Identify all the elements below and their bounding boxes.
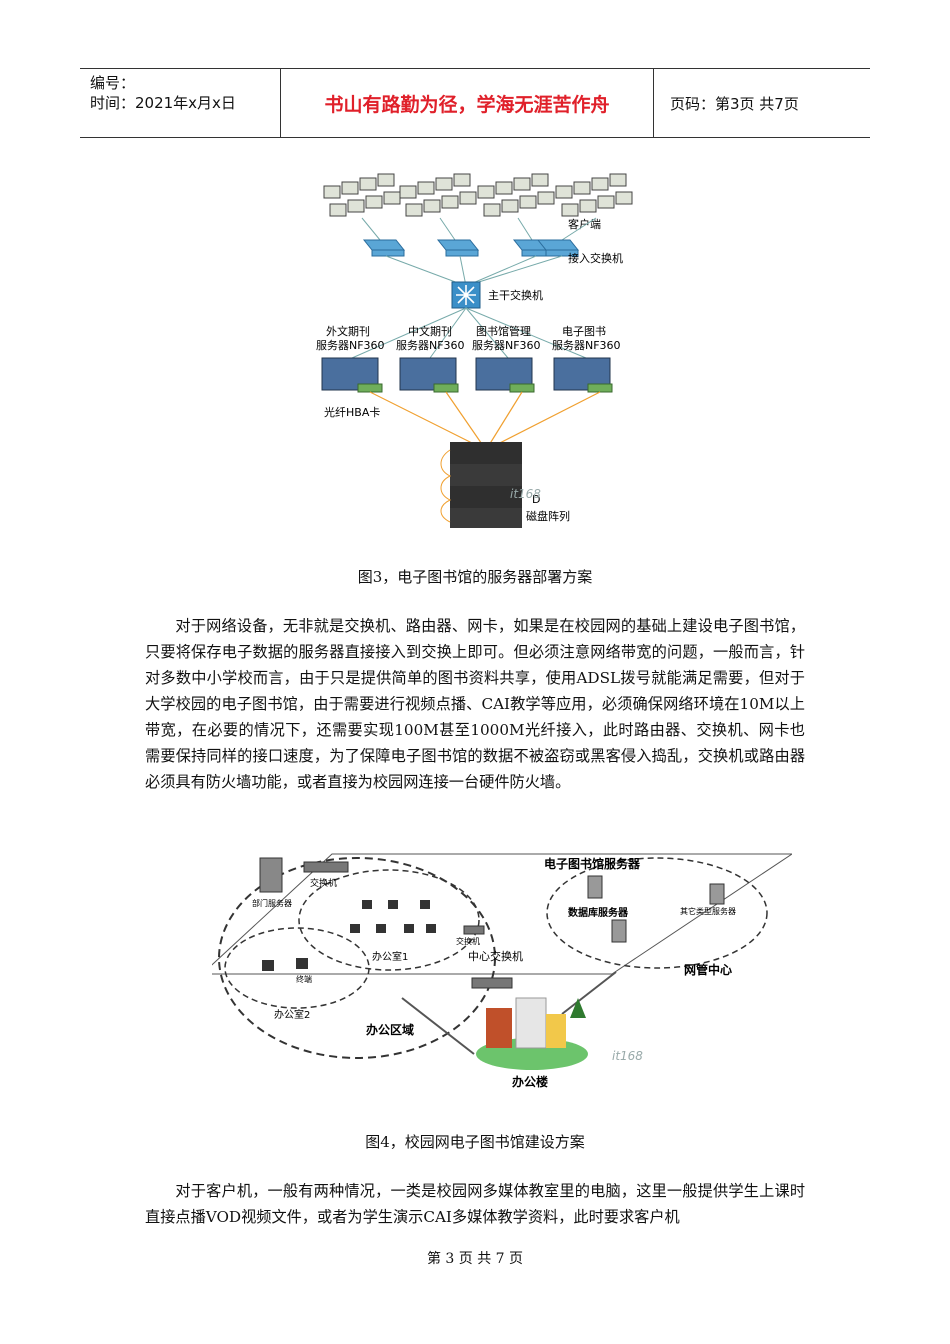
arrow-to-office-area — [401, 997, 475, 1055]
dept-server-label: 部门服务器 — [252, 898, 292, 908]
disk-array-label: 磁盘阵列 — [526, 509, 570, 523]
office2-pc-icon — [262, 960, 274, 971]
center-switch-icon — [471, 977, 513, 989]
small-switch-icon — [463, 925, 485, 935]
page-info-text: 页码：第3页 共7页 — [670, 94, 799, 113]
core-switch-icon — [451, 281, 481, 309]
header-page-info: 页码：第3页 共7页 — [664, 69, 870, 137]
server4-model-label: 服务器NF360 — [552, 339, 621, 352]
paragraph-network-devices: 对于网络设备，无非就是交换机、路由器、网卡，如果是在校园网的基础上建设电子图书馆… — [145, 617, 805, 791]
server1-label: 外文期刊 — [326, 324, 370, 338]
nms-center-label: 网管中心 — [684, 962, 732, 977]
center-switch-label: 中心交换机 — [468, 949, 523, 963]
other-server-label: 其它类型服务器 — [680, 906, 736, 916]
access-switch-label: 接入交换机 — [568, 251, 623, 265]
header-meta-cell: 编号： 时间：2021年x月x日 — [80, 69, 281, 137]
server2-model-label: 服务器NF360 — [396, 339, 465, 352]
office-building-label: 办公楼 — [512, 1074, 548, 1089]
pc-group-2 — [399, 173, 477, 217]
library-server-label: 电子图书馆服务器 — [544, 856, 641, 871]
server4-label: 电子图书 — [562, 325, 606, 338]
server1-model-label: 服务器NF360 — [316, 339, 385, 352]
office1-label: 办公室1 — [372, 950, 408, 963]
access-switch-icons — [362, 239, 580, 257]
server2-label: 中文期刊 — [408, 324, 452, 338]
page-footer: 第 3 页 共 7 页 — [426, 1251, 524, 1267]
client-links — [361, 217, 597, 241]
office2-ellipse — [224, 927, 370, 1009]
figure4-campus-library-diagram: 部门服务器 交换机 办公室1 终端 办公室2 办公区域 交换机 中心交换机 电子… — [212, 853, 792, 1089]
client-pc-groups — [323, 173, 633, 217]
db-server-icon-1 — [587, 875, 603, 899]
figure3-caption: 图3，电子图书馆的服务器部署方案 — [357, 568, 593, 586]
terminal-label: 终端 — [296, 974, 312, 984]
fibre-links — [369, 391, 601, 451]
other-server-icon — [709, 883, 725, 905]
server3-model-label: 服务器NF360 — [472, 339, 541, 352]
figure3-server-deployment-diagram: 客户端 接入交换机 主干交换机 外文期刊 服务器NF360 中文期刊 服务器NF… — [316, 173, 633, 528]
disk-array-icon — [440, 442, 522, 528]
arrow-to-nms — [561, 971, 617, 1015]
nms-ellipse — [546, 857, 768, 969]
switch-icon — [303, 861, 349, 873]
office1-pcs — [350, 900, 436, 933]
paragraph-client-machines: 对于客户机，一般有两种情况，一类是校园网多媒体教室里的电脑，这里一般提供学生上课… — [145, 1182, 805, 1226]
hba-label: 光纤HBA卡 — [324, 405, 380, 419]
pc-group-1 — [323, 173, 401, 217]
uplink-lines — [385, 255, 563, 287]
db-server-label: 数据库服务器 — [568, 906, 629, 919]
time-label: 时间：2021年x月x日 — [90, 94, 236, 112]
header-motto: 书山有路勤为径，学海无涯苦作舟 — [281, 69, 654, 137]
pc-group-3 — [477, 173, 555, 217]
server-links — [351, 307, 587, 359]
array-model-label: D — [532, 493, 540, 506]
db-server-icon-2 — [611, 919, 627, 943]
page-header: 编号： 时间：2021年x月x日 书山有路勤为径，学海无涯苦作舟 页码：第3页 … — [80, 68, 870, 138]
server3-label: 图书馆管理 — [476, 324, 531, 338]
office-building-icon — [476, 997, 588, 1070]
switch-label: 交换机 — [310, 877, 337, 889]
number-label: 编号： — [90, 74, 136, 92]
figure4-watermark: it168 — [612, 1049, 643, 1063]
pc-group-4 — [555, 173, 633, 217]
terminal-icon — [296, 958, 308, 969]
dept-server-icon — [259, 857, 283, 893]
core-switch-label: 主干交换机 — [488, 288, 543, 302]
office-area-label: 办公区域 — [366, 1022, 414, 1037]
small-switch-label: 交换机 — [456, 936, 480, 946]
figure4-caption: 图4，校园网电子图书馆建设方案 — [365, 1133, 585, 1151]
office-area-ellipse — [218, 857, 496, 1059]
client-label: 客户端 — [568, 217, 601, 231]
office2-label: 办公室2 — [274, 1008, 310, 1021]
figure3-watermark: it168 — [510, 487, 541, 501]
office1-ellipse — [298, 869, 480, 971]
